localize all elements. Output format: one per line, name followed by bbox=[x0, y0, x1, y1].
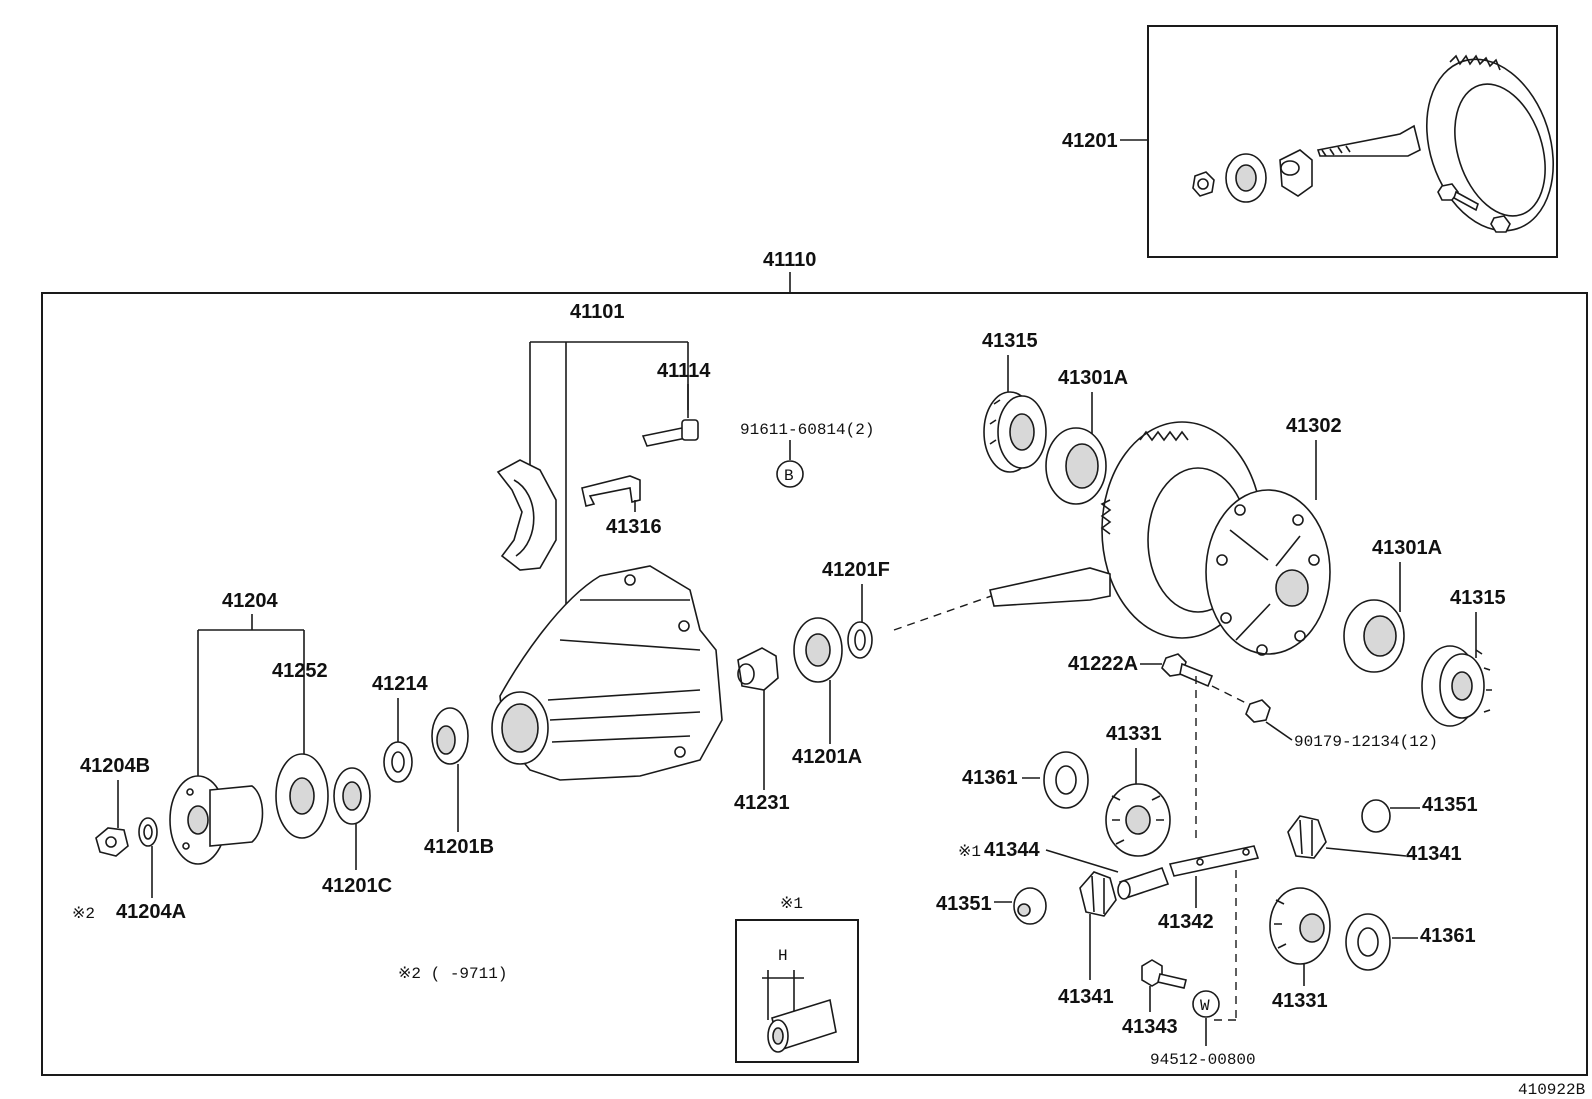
spacer-41214-part bbox=[383, 741, 413, 783]
axle-stub-part bbox=[989, 567, 1111, 607]
label-41101: 41101 bbox=[570, 301, 625, 323]
label-41331-top: 41331 bbox=[1106, 723, 1162, 745]
pin-41344-part bbox=[1117, 866, 1170, 900]
label-41201: 41201 bbox=[1062, 130, 1118, 152]
label-41344: 41344 bbox=[984, 839, 1040, 861]
bearing-41301a-right-part bbox=[1343, 599, 1405, 673]
bolt-41343-part bbox=[1141, 959, 1187, 989]
inset-nut-part bbox=[1192, 171, 1215, 197]
pinion-washer-41351-left-part bbox=[1013, 887, 1047, 925]
label-41110: 41110 bbox=[763, 249, 816, 271]
label-41361-left: 41361 bbox=[962, 767, 1018, 789]
deflector-41252-part bbox=[275, 753, 329, 839]
label-41204b: 41204B bbox=[80, 755, 150, 777]
adjusting-nut-41315-right-part bbox=[1421, 645, 1492, 727]
label-41302: 41302 bbox=[1286, 415, 1342, 437]
inset-pin-part bbox=[767, 998, 837, 1053]
label-41351-right: 41351 bbox=[1422, 794, 1478, 816]
bolt-41114-part bbox=[641, 419, 699, 447]
pinion-41341-bottom-part bbox=[1079, 871, 1117, 917]
thrust-washer-41361-right-part bbox=[1345, 913, 1391, 971]
label-41201b: 41201B bbox=[424, 836, 494, 858]
label-41361-right: 41361 bbox=[1420, 925, 1476, 947]
bearing-41201a-part bbox=[793, 617, 843, 683]
label-41222a: 41222A bbox=[1068, 653, 1138, 675]
note-2: ※2 ( -9711) bbox=[398, 965, 507, 983]
circle-w-letter: W bbox=[1200, 997, 1210, 1015]
nut-90179-part bbox=[1245, 699, 1271, 723]
label-91611-60814: 91611-60814(2) bbox=[740, 421, 874, 439]
label-41315-right: 41315 bbox=[1450, 587, 1506, 609]
diagram-code: 410922B bbox=[1518, 1081, 1585, 1099]
label-41301a-right: 41301A bbox=[1372, 537, 1442, 559]
bearing-41201b-part bbox=[431, 707, 469, 765]
label-41343: 41343 bbox=[1122, 1016, 1178, 1038]
label-41341-bottom: 41341 bbox=[1058, 986, 1114, 1008]
ring-pinion-inset-frame bbox=[1147, 25, 1558, 258]
circle-w-marker bbox=[1192, 990, 1220, 1018]
label-41214: 41214 bbox=[372, 673, 428, 695]
label-41351-left: 41351 bbox=[936, 893, 992, 915]
inset-1-mark: ※1 bbox=[780, 895, 803, 913]
label-94512-00800: 94512-00800 bbox=[1150, 1051, 1256, 1069]
inset-ring-gear-part bbox=[1425, 54, 1555, 232]
label-41114: 41114 bbox=[657, 360, 711, 382]
label-41231: 41231 bbox=[734, 792, 790, 814]
label-41204a: 41204A bbox=[116, 901, 186, 923]
pinion-washer-41351-right-part bbox=[1361, 799, 1391, 833]
side-gear-41331-top-part bbox=[1105, 783, 1171, 857]
label-41201f: 41201F bbox=[822, 559, 890, 581]
pinion-41341-right-part bbox=[1287, 815, 1327, 859]
label-41301a-top: 41301A bbox=[1058, 367, 1128, 389]
label-41316: 41316 bbox=[606, 516, 662, 538]
circle-b-marker bbox=[776, 460, 804, 488]
diff-case-part bbox=[1205, 489, 1331, 656]
inset-spacer-part bbox=[1279, 149, 1313, 197]
nut-41204b-part bbox=[95, 827, 129, 857]
thrust-washer-41361-left-part bbox=[1043, 751, 1089, 809]
label-41201c: 41201C bbox=[322, 875, 392, 897]
label-41342: 41342 bbox=[1158, 911, 1214, 933]
clip-41316-part bbox=[581, 475, 641, 507]
label-41204: 41204 bbox=[222, 590, 278, 612]
washer-41204a-part bbox=[138, 817, 158, 847]
oil-seal-41201c-part bbox=[333, 767, 371, 825]
inset-bearing-part bbox=[1225, 153, 1267, 203]
bearing-cap-part bbox=[496, 459, 557, 571]
collar-41201f-part bbox=[847, 621, 873, 659]
bolt-41222a-part bbox=[1161, 653, 1214, 688]
inset-pinion-shaft-part bbox=[1316, 124, 1421, 157]
companion-flange-part bbox=[169, 775, 264, 865]
side-gear-41331-bottom-part bbox=[1269, 887, 1331, 965]
mark-2-left: ※2 bbox=[72, 905, 95, 923]
label-41315-top: 41315 bbox=[982, 330, 1038, 352]
label-41341-right: 41341 bbox=[1406, 843, 1462, 865]
inset-small-nut-part bbox=[1490, 215, 1511, 233]
label-41252: 41252 bbox=[272, 660, 328, 682]
label-41331-bottom: 41331 bbox=[1272, 990, 1328, 1012]
spacer-41231-part bbox=[737, 647, 779, 691]
carrier-housing-part bbox=[491, 565, 723, 781]
circle-b-letter: B bbox=[784, 467, 794, 485]
bearing-41301a-top-part bbox=[1045, 427, 1107, 505]
mark-1-41344: ※1 bbox=[958, 843, 981, 861]
inset-bolt-part bbox=[1437, 183, 1479, 212]
main-assembly-frame bbox=[41, 292, 1588, 1076]
inset-1-frame bbox=[735, 919, 859, 1063]
adjusting-nut-41315-top-part bbox=[983, 391, 1047, 473]
inset-h-label: H bbox=[778, 947, 788, 965]
label-90179-12134: 90179-12134(12) bbox=[1294, 733, 1438, 751]
label-41201a: 41201A bbox=[792, 746, 862, 768]
pinion-shaft-41342-part bbox=[1168, 845, 1260, 877]
